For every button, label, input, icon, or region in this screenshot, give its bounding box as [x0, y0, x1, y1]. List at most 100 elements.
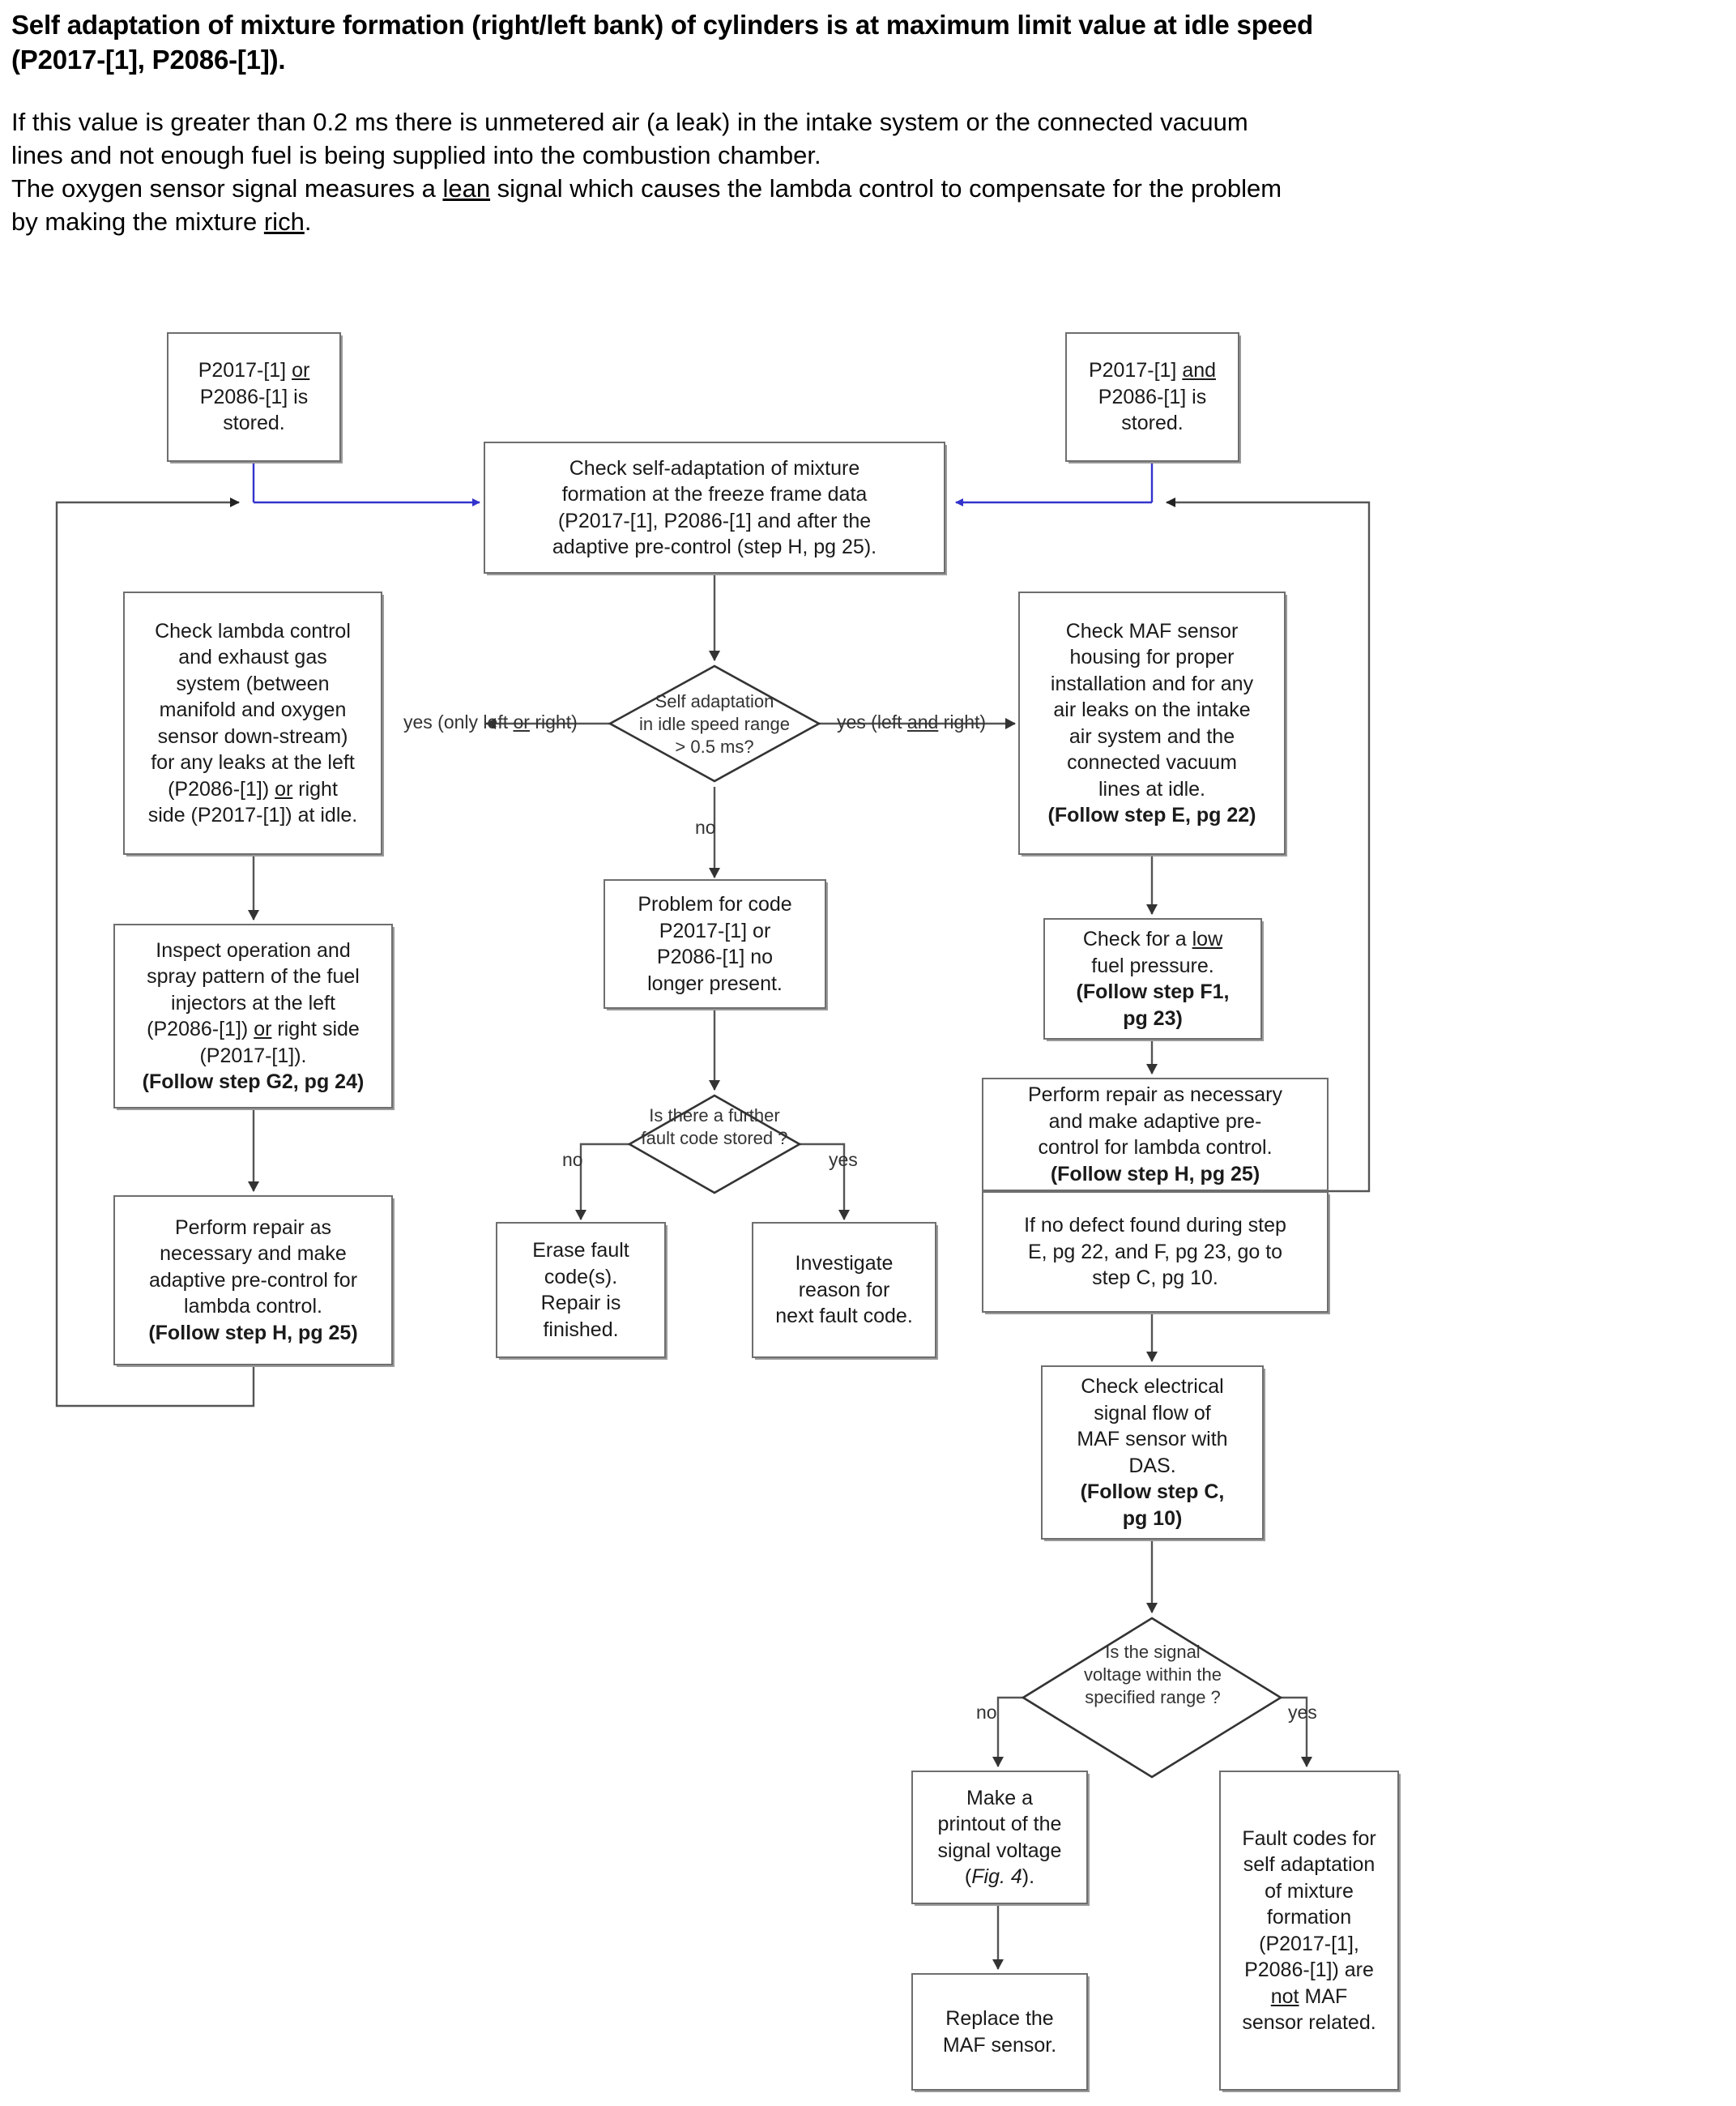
- fuel-line-4: pg 23): [1123, 1006, 1183, 1030]
- node-check-self-adaptation[interactable]: Check self-adaptation of mixture formati…: [484, 442, 945, 574]
- repair-right-line-4: (Follow step H, pg 25): [1050, 1162, 1260, 1185]
- node-check-lambda-control[interactable]: Check lambda control and exhaust gas sys…: [123, 592, 382, 855]
- electrical-line-3: MAF sensor with: [1077, 1428, 1228, 1450]
- electrical-line-4: DAS.: [1128, 1454, 1176, 1477]
- para2-part-c: by making the mixture: [11, 207, 264, 237]
- repair-right-line-3: control for lambda control.: [1038, 1136, 1273, 1159]
- replace-line-2: MAF sensor.: [942, 2033, 1057, 2057]
- signal-voltage-q-line-1: Is the signal: [1105, 1642, 1201, 1662]
- para2-part-a: The oxygen sensor signal measures a: [11, 174, 443, 203]
- node-perform-repair-right[interactable]: Perform repair as necessary and make ada…: [982, 1078, 1329, 1191]
- repair-left-line-3: adaptive pre-control for: [148, 1268, 358, 1292]
- self-adapt-q-line-2: in idle speed range: [639, 714, 790, 735]
- check-lambda-line-7b: right: [292, 777, 338, 801]
- yes-left-or-right-a: yes (only left: [403, 711, 514, 733]
- para2-part-d: .: [304, 207, 312, 237]
- node-replace-maf-sensor[interactable]: Replace the MAF sensor.: [911, 1973, 1088, 2091]
- title-line-1: Self adaptation of mixture formation (ri…: [11, 10, 1313, 40]
- check-maf-line-1: Check MAF sensor: [1065, 619, 1239, 643]
- yes-left-and-right-a: yes (left: [837, 711, 907, 733]
- investigate-line-2: reason for: [798, 1278, 890, 1301]
- para1-line-1: If this value is greater than 0.2 ms the…: [11, 107, 1248, 136]
- check-self-adaptation-line-2: formation at the freeze frame data: [561, 483, 868, 506]
- node-make-printout[interactable]: Make a printout of the signal voltage (F…: [911, 1771, 1088, 1904]
- repair-left-line-4: lambda control.: [184, 1295, 322, 1318]
- edge-label-no-further-fault: no: [562, 1149, 583, 1171]
- problem-line-3: P2086-[1] no: [656, 946, 774, 968]
- node-problem-no-longer-present[interactable]: Problem for code P2017-[1] or P2086-[1] …: [604, 879, 826, 1009]
- printout-line-1: Make a: [966, 1786, 1033, 1809]
- repair-left-line-1: Perform repair as: [174, 1215, 332, 1239]
- inspect-or: or: [254, 1018, 272, 1040]
- signal-voltage-q-line-3: specified range ?: [1085, 1687, 1221, 1708]
- rich-emphasis: rich: [263, 207, 305, 237]
- electrical-line-1: Check electrical: [1081, 1375, 1224, 1398]
- yes-left-or-right-b: right): [529, 711, 578, 733]
- node-erase-fault-codes[interactable]: Erase fault code(s). Repair is finished.: [496, 1222, 666, 1358]
- erase-line-1: Erase fault: [532, 1239, 629, 1262]
- notmaf-line-3: of mixture: [1265, 1879, 1354, 1903]
- check-maf-line-3: installation and for any: [1050, 672, 1254, 695]
- check-lambda-line-6: for any leaks at the left: [151, 751, 355, 774]
- node-investigate-reason[interactable]: Investigate reason for next fault code.: [752, 1222, 936, 1358]
- erase-line-4: finished.: [543, 1318, 619, 1341]
- para2-part-b: signal which causes the lambda control t…: [490, 174, 1282, 203]
- edge-label-no-signal-voltage: no: [976, 1702, 997, 1724]
- lean-emphasis: lean: [442, 174, 491, 203]
- notmaf-line-6: P2086-[1]) are: [1244, 1959, 1374, 1981]
- inspect-line-6: (Follow step G2, pg 24): [142, 1070, 365, 1093]
- investigate-line-1: Investigate: [795, 1252, 894, 1275]
- check-lambda-line-4: manifold and oxygen: [159, 698, 347, 721]
- node-perform-repair-left[interactable]: Perform repair as necessary and make ada…: [113, 1195, 393, 1365]
- start-left-line-3: stored.: [223, 412, 285, 435]
- no-center-text: no: [695, 817, 716, 838]
- check-self-adaptation-line-4: adaptive pre-control (step H, pg 25).: [552, 536, 877, 558]
- check-lambda-line-5: sensor down-stream): [157, 724, 348, 748]
- printout-fig-label: Fig. 4: [971, 1865, 1022, 1888]
- inspect-line-2: spray pattern of the fuel: [147, 965, 360, 988]
- printout-line-4a: (: [964, 1865, 972, 1888]
- start-right-line-1a: P2017-[1]: [1088, 359, 1183, 382]
- inspect-line-4b: right side: [271, 1018, 360, 1040]
- node-check-fuel-pressure[interactable]: Check for a low fuel pressure. (Follow s…: [1043, 918, 1262, 1040]
- node-check-maf-housing[interactable]: Check MAF sensor housing for proper inst…: [1018, 592, 1286, 855]
- check-lambda-line-2: and exhaust gas: [178, 646, 327, 669]
- node-check-electrical-signal[interactable]: Check electrical signal flow of MAF sens…: [1041, 1365, 1264, 1540]
- node-inspect-injectors[interactable]: Inspect operation and spray pattern of t…: [113, 924, 393, 1109]
- node-no-defect-note[interactable]: If no defect found during step E, pg 22,…: [982, 1191, 1329, 1313]
- repair-right-line-1: Perform repair as necessary: [1027, 1083, 1282, 1106]
- edge-label-no-self-adaptation: no: [695, 817, 716, 839]
- investigate-line-3: next fault code.: [775, 1305, 913, 1328]
- edge-label-yes-signal-voltage: yes: [1288, 1702, 1317, 1724]
- yes-left-and-right-b: right): [938, 711, 987, 733]
- notmaf-line-7b: MAF: [1299, 1984, 1348, 2008]
- page-title: Self adaptation of mixture formation (ri…: [11, 8, 1721, 78]
- printout-line-2: printout of the: [937, 1813, 1062, 1835]
- intro-paragraph-1: If this value is greater than 0.2 ms the…: [11, 105, 1721, 172]
- inspect-line-4a: (P2086-[1]): [147, 1018, 254, 1040]
- start-left-line-1a: P2017-[1]: [198, 359, 292, 382]
- edge-label-yes-left-and-right: yes (left and right): [837, 711, 986, 733]
- node-start-right[interactable]: P2017-[1] and P2086-[1] is stored.: [1065, 332, 1239, 462]
- check-maf-line-5: air system and the: [1068, 724, 1235, 748]
- check-lambda-line-1: Check lambda control: [155, 619, 351, 643]
- yes-left-or-right-or: or: [513, 711, 530, 733]
- no-defect-line-1: If no defect found during step: [1024, 1214, 1286, 1237]
- no-defect-line-2: E, pg 22, and F, pg 23, go to: [1027, 1240, 1283, 1263]
- repair-left-line-5: (Follow step H, pg 25): [148, 1321, 358, 1344]
- notmaf-line-4: formation: [1266, 1906, 1352, 1929]
- node-fault-codes-not-maf-related[interactable]: Fault codes for self adaptation of mixtu…: [1219, 1771, 1399, 2091]
- check-maf-line-8: (Follow step E, pg 22): [1047, 804, 1256, 827]
- printout-line-3: signal voltage: [937, 1839, 1062, 1862]
- node-start-left[interactable]: P2017-[1] or P2086-[1] is stored.: [167, 332, 341, 462]
- further-fault-q-line-2: fault code stored ?: [641, 1128, 788, 1149]
- decision-self-adaptation-label: Self adaptation in idle speed range > 0.…: [601, 690, 828, 758]
- erase-line-3: Repair is: [540, 1292, 621, 1314]
- title-line-2: (P2017-[1], P2086-[1]).: [11, 44, 286, 75]
- inspect-line-5: (P2017-[1]).: [199, 1044, 307, 1067]
- fuel-low-emphasis: low: [1192, 928, 1223, 950]
- check-lambda-line-3: system (between: [176, 672, 330, 695]
- erase-line-2: code(s).: [544, 1265, 618, 1288]
